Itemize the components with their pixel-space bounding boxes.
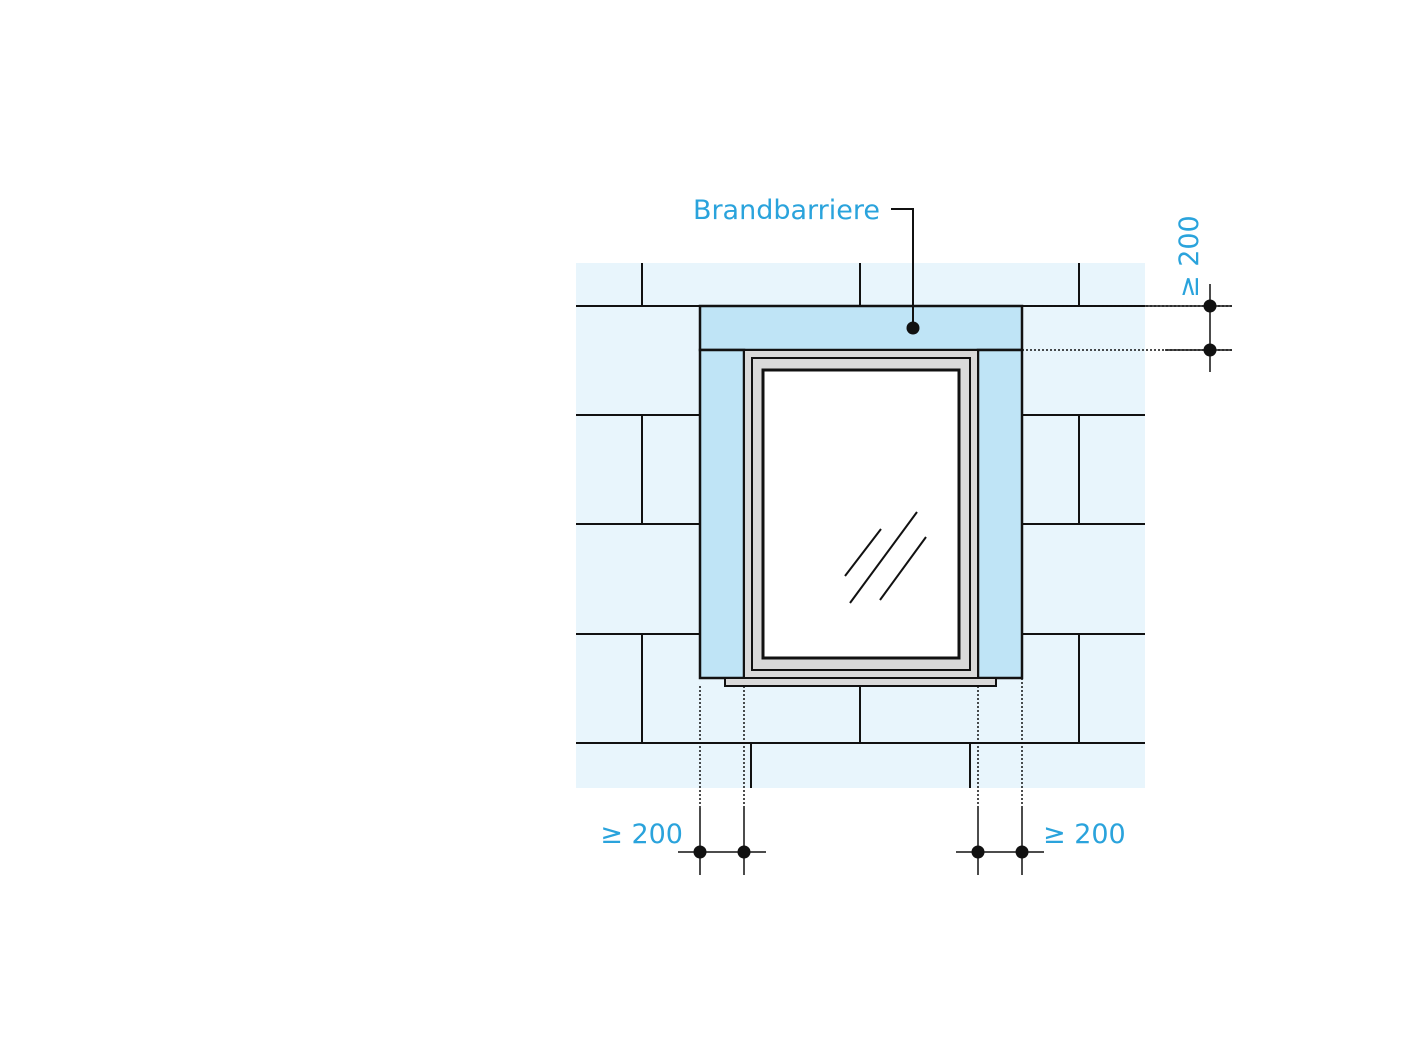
- fire-barrier-left-reveal: [698, 348, 746, 680]
- dimension-label-bottom-left: ≥ 200: [600, 819, 683, 850]
- glass-reflection-icon: [844, 511, 927, 604]
- fire-barrier-right-reveal: [976, 348, 1024, 680]
- callout-label: Brandbarriere: [693, 195, 880, 226]
- dimension-label-bottom-right: ≥ 200: [1043, 819, 1126, 850]
- window-glass: [761, 368, 961, 660]
- window: [743, 349, 979, 679]
- callout-brandbarriere: Brandbarriere: [693, 195, 920, 335]
- brick-joints: [576, 263, 1145, 788]
- dimension-bottom-left: ≥ 200: [600, 686, 766, 875]
- dimension-top-right: ≥ 200: [1022, 215, 1232, 372]
- fire-barrier-lintel: [698, 304, 1024, 352]
- window-sill: [724, 677, 997, 687]
- callout-dot: [906, 321, 920, 335]
- window-frame-inner-line: [751, 357, 971, 671]
- fire-barrier: [698, 304, 1024, 680]
- dimension-label-top-right: ≥ 200: [1174, 215, 1205, 298]
- callout-leader: [891, 208, 914, 328]
- dimension-bottom-right: ≥ 200: [956, 678, 1126, 875]
